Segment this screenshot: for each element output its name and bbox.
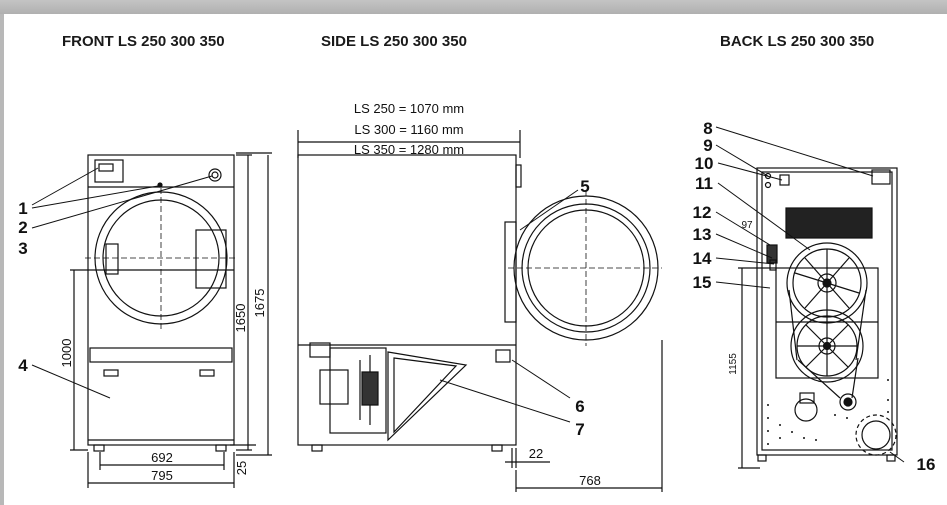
callout-7: 7 <box>575 420 584 439</box>
front-cabinet-outline <box>87 154 235 446</box>
dim-width-692: 692 <box>151 450 173 465</box>
back-fan-outlet <box>794 398 818 422</box>
back-pulley-upper <box>786 242 868 324</box>
side-air-duct <box>387 351 468 442</box>
dim-door-768: 768 <box>579 473 601 488</box>
side-view <box>297 130 663 492</box>
callout-13: 13 <box>693 225 712 244</box>
dim-ls250-depth: LS 250 = 1070 mm <box>354 101 464 116</box>
back-motor-pulley <box>839 393 857 411</box>
callout-1: 1 <box>18 199 27 218</box>
side-callout-leaders <box>439 189 579 423</box>
callout-16: 16 <box>917 455 936 474</box>
back-exhaust-outlet <box>855 414 897 456</box>
callout-5: 5 <box>580 177 589 196</box>
back-vent-grille <box>785 207 873 239</box>
dim-back-1155: 1155 <box>728 353 739 375</box>
callout-11: 11 <box>695 174 713 193</box>
dim-back-97: 97 <box>741 220 753 231</box>
callout-10: 10 <box>695 154 714 173</box>
callout-9: 9 <box>703 136 712 155</box>
dim-foot-22: 22 <box>529 446 543 461</box>
back-pulley-lower <box>790 309 864 383</box>
front-lint-drawer <box>89 347 233 363</box>
back-view-heading: BACK LS 250 300 350 <box>720 33 875 50</box>
left-frame-bar <box>0 14 4 505</box>
callout-6: 6 <box>575 397 584 416</box>
top-frame-bar <box>0 0 947 14</box>
front-control-panel <box>94 159 124 183</box>
side-drum <box>508 190 662 346</box>
dim-ls300-depth: LS 300 = 1160 mm <box>354 122 463 137</box>
side-cabinet-outline <box>297 154 517 446</box>
callout-15: 15 <box>693 273 712 292</box>
side-blower-housing <box>329 347 387 434</box>
dim-height-1650: 1650 <box>233 304 248 333</box>
callout-3: 3 <box>18 239 27 258</box>
callout-14: 14 <box>693 249 712 268</box>
callout-8: 8 <box>703 119 712 138</box>
front-view-heading: FRONT LS 250 300 350 <box>62 33 225 50</box>
dim-ls350-depth: LS 350 = 1280 mm <box>354 142 464 157</box>
dim-height-1675: 1675 <box>252 289 267 318</box>
back-view <box>738 167 898 469</box>
callout-4: 4 <box>18 356 28 375</box>
callout-12: 12 <box>693 203 712 222</box>
callout-2: 2 <box>18 218 27 237</box>
side-view-heading: SIDE LS 250 300 350 <box>321 33 467 50</box>
back-cabinet-outline <box>756 167 898 456</box>
back-electrical-box <box>871 169 891 185</box>
back-callout-leaders <box>715 126 905 463</box>
front-view <box>70 152 272 488</box>
dim-foot-25: 25 <box>234 461 249 475</box>
dim-width-795: 795 <box>151 468 173 483</box>
front-door <box>85 188 238 330</box>
front-callout-leaders <box>31 167 213 399</box>
dim-height-1000: 1000 <box>59 339 74 368</box>
